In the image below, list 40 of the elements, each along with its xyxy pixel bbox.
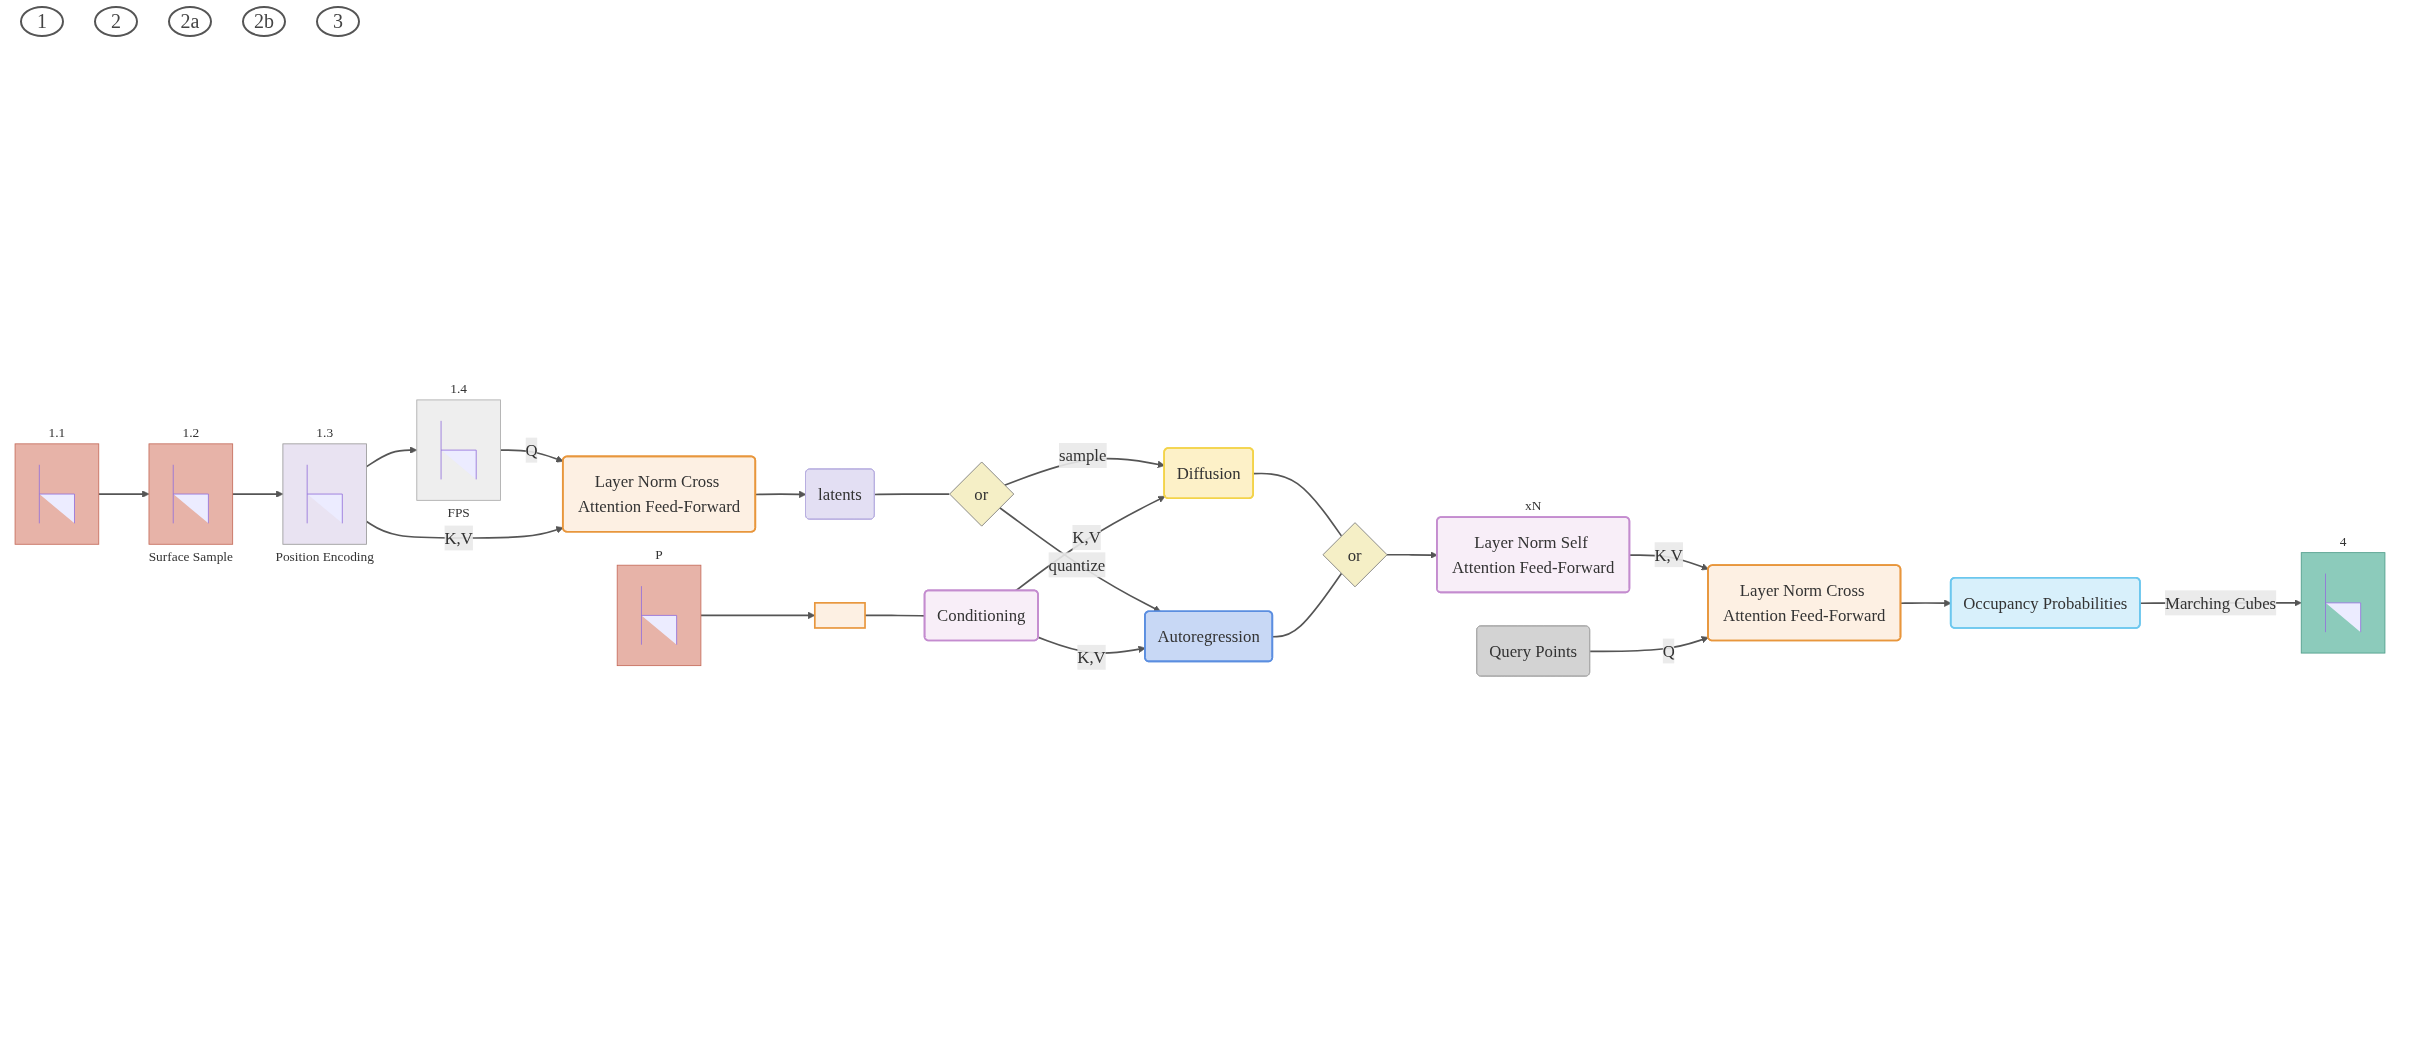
edge-label: Q (525, 440, 538, 460)
edge-label: K,V (1077, 648, 1106, 667)
step-number: 2a (168, 6, 212, 37)
edge-label: Q (1662, 641, 1675, 661)
step-number: 2b (242, 6, 286, 37)
arrow (998, 506, 1161, 612)
node-picture (282, 443, 367, 545)
caption-text: 1.1 (48, 425, 66, 441)
caption-text: xN (1525, 498, 1542, 514)
node-box (813, 602, 866, 629)
node-picture (2300, 552, 2386, 654)
connector (873, 493, 951, 496)
edge-label: K,V (444, 528, 473, 548)
caption-text: P (655, 546, 663, 562)
arrow (1014, 496, 1166, 592)
caption-text: Surface Sample (148, 549, 233, 564)
edge-label: K,V (1654, 545, 1683, 564)
edge-label: Marching Cubes (2165, 593, 2277, 613)
caption-text: FPS (447, 505, 470, 521)
caption-text: 4 (2339, 533, 2347, 549)
node-picture (416, 399, 501, 501)
node-diamond: or (949, 461, 1015, 527)
caption-text: Position Encoding (275, 549, 374, 564)
step-number: 3 (316, 6, 360, 37)
arrow (231, 490, 284, 498)
node-picture (616, 564, 702, 667)
step-number: 2 (94, 6, 138, 37)
edge-label: quantize (1048, 555, 1106, 575)
edge-label: sample (1059, 446, 1107, 465)
arrow (97, 490, 150, 498)
caption-text: 1.2 (182, 425, 200, 441)
arrow (365, 446, 418, 468)
step-number: 1 (20, 6, 64, 37)
caption-text: 1.3 (316, 425, 334, 441)
arrow (1589, 636, 1709, 653)
caption-text: 1.4 (450, 381, 467, 397)
node-picture (14, 443, 100, 545)
node-picture (148, 443, 234, 545)
node-diamond: or (1322, 522, 1388, 588)
edge-label: K,V (1072, 528, 1101, 547)
